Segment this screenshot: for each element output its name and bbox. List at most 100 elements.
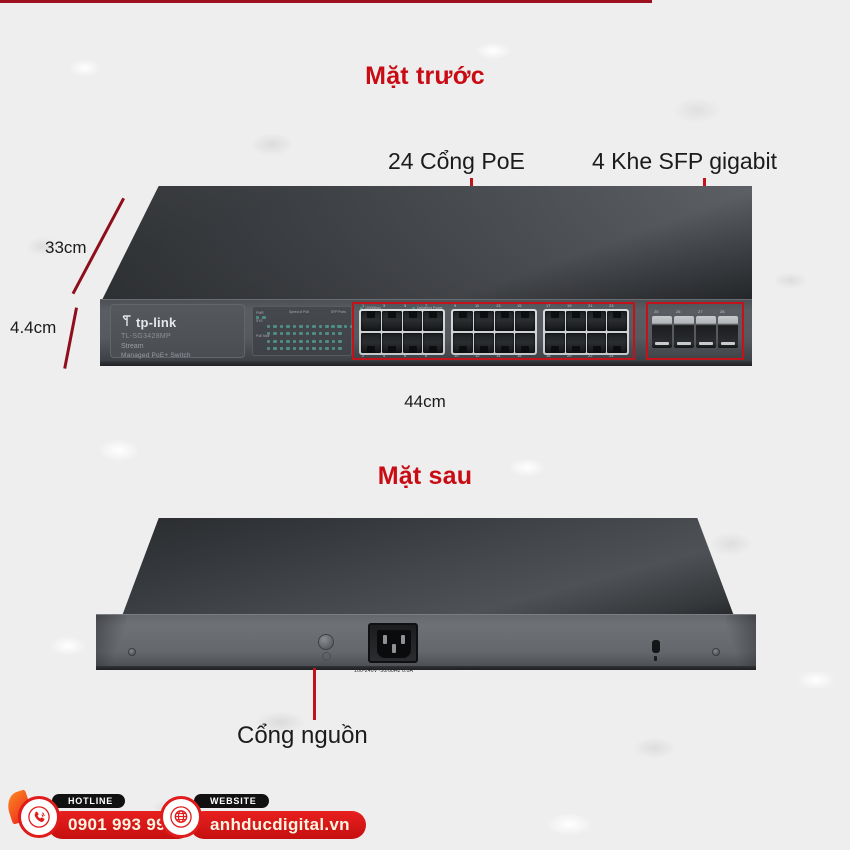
switch-rear-view: 100-240V~50/60Hz 6.0A <box>96 518 756 674</box>
rj45-port-13 <box>494 311 515 331</box>
led-indicator <box>305 347 310 351</box>
led-indicator <box>267 347 271 351</box>
kensington-lock-slot <box>652 640 660 653</box>
led-indicator <box>292 340 297 344</box>
led-caption-sfp: SFP Ports <box>331 310 346 314</box>
led-indicator <box>337 325 341 329</box>
led-row-speed-bottom <box>267 332 342 336</box>
port-number-label-19: 19 <box>567 303 572 308</box>
rj45-port-15 <box>515 311 535 331</box>
contact-footer: HOTLINE 0901 993 997 WEBSITE anhducdigit… <box>0 784 850 850</box>
port-number-label-13: 13 <box>496 303 501 308</box>
rear-top-surface <box>122 518 734 616</box>
port-number-label-9: 9 <box>454 303 457 308</box>
poe-port-row-top <box>545 311 627 331</box>
rj45-port-4 <box>381 333 402 353</box>
led-indicator <box>299 340 303 344</box>
dimension-height-label: 4.4cm <box>10 318 57 337</box>
kensington-indicator <box>654 656 657 661</box>
callout-label-sfp-slots: 4 Khe SFP gigabit <box>592 148 777 174</box>
rear-screw-right <box>712 648 720 656</box>
power-socket-opening <box>377 630 411 658</box>
power-pin-left <box>383 635 387 644</box>
led-indicator <box>279 332 284 336</box>
port-number-label-16: 16 <box>517 353 522 358</box>
brand-name: tp-link <box>136 315 177 330</box>
dimension-depth-label: 33cm <box>45 238 87 257</box>
led-indicator <box>331 347 336 351</box>
led-indicator <box>262 316 266 320</box>
led-indicator <box>286 340 290 344</box>
sfp-slot-27 <box>696 316 716 348</box>
led-indicator <box>267 332 271 336</box>
sfp-number-label-27: 27 <box>698 309 703 314</box>
power-inlet-socket <box>368 623 418 663</box>
dimension-width-label: 44cm <box>404 392 446 411</box>
phone-glyph <box>28 806 50 828</box>
rj45-port-16 <box>515 333 535 353</box>
legend-text-delivering-power: Delivering Power <box>417 306 443 310</box>
hotline-tag-label: HOTLINE <box>52 794 126 808</box>
poe-port-row-top <box>453 311 535 331</box>
rj45-port-2 <box>361 333 381 353</box>
front-top-surface <box>100 186 752 304</box>
led-indicator <box>312 325 316 329</box>
port-number-label-15: 15 <box>517 303 522 308</box>
rear-panel-face <box>96 614 756 668</box>
port-number-label-22: 22 <box>588 353 593 358</box>
led-caption-pwr: PWR <box>256 311 264 315</box>
port-number-label-6: 6 <box>404 353 407 358</box>
poe-port-group-3 <box>543 309 629 355</box>
rj45-port-20 <box>565 333 586 353</box>
tp-link-logo: tp-link <box>121 315 176 330</box>
grounding-symbol-icon <box>322 652 331 661</box>
rj45-port-8 <box>423 333 443 353</box>
website-tag-label: WEBSITE <box>194 794 269 808</box>
dimension-width-line <box>0 0 652 3</box>
port-number-label-20: 20 <box>567 353 572 358</box>
sfp-slot-26 <box>674 316 694 348</box>
poe-port-group-1 <box>359 309 445 355</box>
led-indicator <box>267 340 271 344</box>
led-indicator <box>279 347 284 351</box>
rj45-port-22 <box>586 333 607 353</box>
led-indicator <box>267 325 271 329</box>
rj45-port-7 <box>423 311 443 331</box>
port-number-label-21: 21 <box>588 303 593 308</box>
model-number: TL-SG3428MP <box>121 333 171 340</box>
port-number-label-4: 4 <box>383 353 386 358</box>
port-number-label-7: 7 <box>425 303 428 308</box>
led-indicator <box>305 340 310 344</box>
switch-front-view: tp-link TL-SG3428MP Stream Managed PoE+ … <box>100 186 752 372</box>
led-caption-speed: Speed of PoE <box>289 310 310 314</box>
rj45-port-6 <box>402 333 423 353</box>
led-indicator <box>331 325 335 329</box>
rj45-port-18 <box>545 333 565 353</box>
power-pin-right <box>401 635 405 644</box>
port-number-label-11: 11 <box>475 303 480 308</box>
website-url[interactable]: anhducdigital.vn <box>190 811 366 839</box>
led-indicator <box>292 325 297 329</box>
globe-glyph <box>170 806 192 828</box>
led-indicator <box>338 340 342 344</box>
rj45-port-24 <box>607 333 627 353</box>
led-indicator <box>273 340 277 344</box>
port-number-label-17: 17 <box>546 303 551 308</box>
port-number-label-14: 14 <box>496 353 501 358</box>
phone-icon <box>18 796 60 838</box>
rj45-port-12 <box>473 333 494 353</box>
rj45-port-10 <box>453 333 473 353</box>
port-number-label-2: 2 <box>362 353 365 358</box>
led-indicator <box>338 332 342 336</box>
led-indicator <box>325 332 329 336</box>
led-indicator <box>305 332 310 336</box>
leader-line-power <box>313 668 316 720</box>
device-type-label: Managed PoE+ Switch <box>121 352 191 359</box>
poe-port-row-bottom <box>545 333 627 353</box>
rj45-port-23 <box>607 311 627 331</box>
sfp-slot-28 <box>718 316 738 348</box>
led-indicator <box>318 332 323 336</box>
rj45-port-5 <box>402 311 423 331</box>
